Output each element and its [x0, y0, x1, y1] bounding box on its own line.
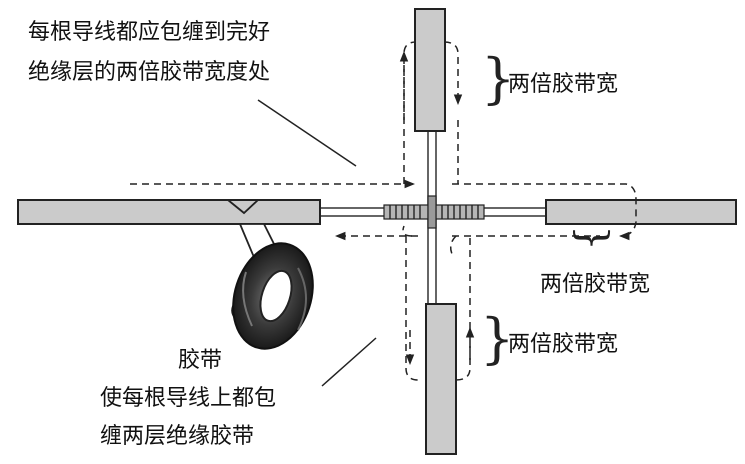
bottom-wire	[425, 303, 457, 455]
center-winding	[427, 195, 437, 229]
tape-roll	[232, 223, 314, 350]
horizontal-wrap-path	[130, 179, 637, 241]
wrap-instruction-line1: 每根导线都应包缠到完好	[28, 20, 271, 45]
brace-top: }	[481, 47, 516, 110]
two-layers-line2: 缠两层绝缘胶带	[100, 424, 255, 449]
leader-two-layers	[321, 337, 377, 387]
tape-label: 胶带	[178, 348, 223, 373]
right-wire	[545, 199, 737, 225]
brace-right: }	[569, 225, 616, 251]
brace-bottom: }	[480, 307, 515, 370]
tape-start-notch	[227, 199, 259, 215]
two-layers-line1: 使每根导线上都包	[100, 386, 277, 411]
insulated-wires	[17, 8, 737, 455]
double-tape-width-top: 两倍胶带宽	[508, 72, 619, 97]
top-wire	[414, 8, 446, 132]
double-tape-width-bottom: 两倍胶带宽	[508, 332, 619, 357]
top-wrap-path	[399, 41, 463, 184]
double-tape-width-right: 两倍胶带宽	[540, 272, 651, 297]
left-wire	[17, 199, 321, 225]
tape-roll-hole	[259, 269, 293, 323]
wrap-instruction-line2: 绝缘层的两倍胶带宽度处	[28, 60, 271, 85]
bottom-wrap-path	[405, 235, 475, 381]
tape-windings	[383, 195, 485, 229]
leader-wrap-instruction	[257, 99, 357, 167]
